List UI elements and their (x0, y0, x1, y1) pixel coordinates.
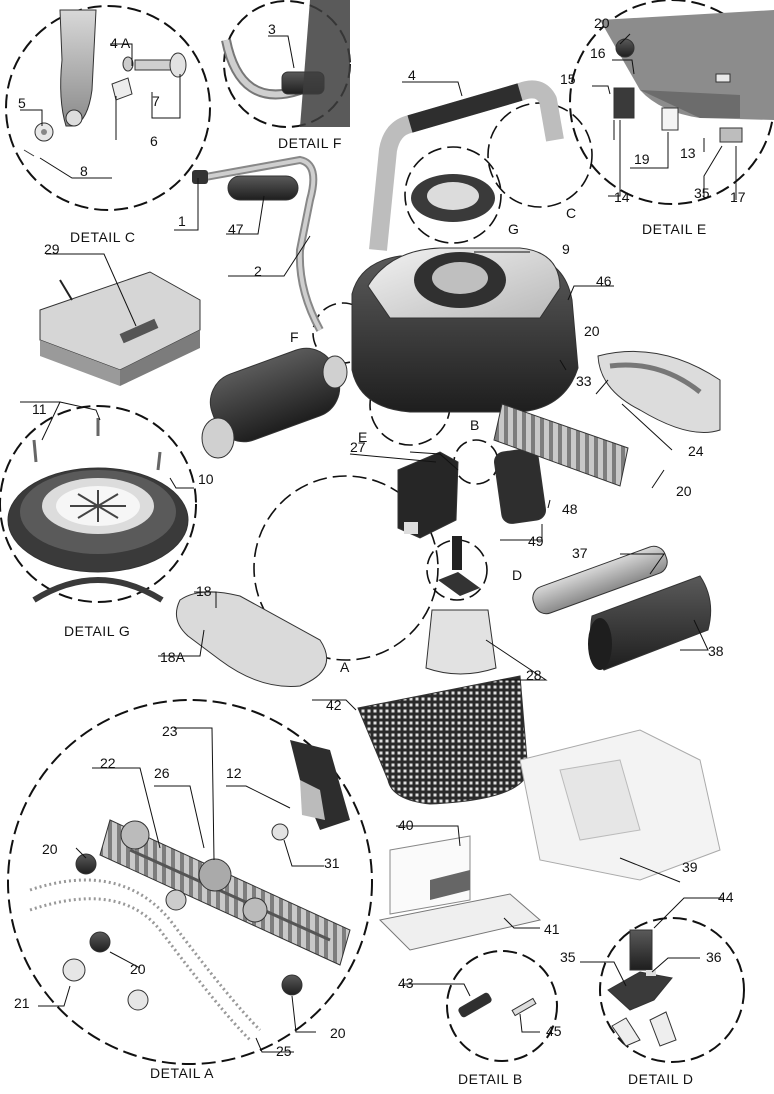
callout-18a: 18A (160, 649, 186, 665)
callout-20-a-3: 20 (330, 1025, 346, 1041)
callout-36: 36 (706, 949, 722, 965)
callout-13: 13 (680, 145, 696, 161)
marker-g: G (508, 221, 519, 237)
detail-c-parts (23, 9, 187, 157)
leader-lines (20, 33, 737, 1053)
callout-9: 9 (562, 241, 570, 257)
callout-31: 31 (324, 855, 340, 871)
callout-37: 37 (572, 545, 588, 561)
callout-23: 23 (162, 723, 178, 739)
detail-f-parts (221, 0, 350, 127)
detail-a-title: DETAIL A (150, 1065, 214, 1081)
callout-20-e: 20 (594, 15, 610, 31)
callout-46: 46 (596, 273, 612, 289)
callout-41: 41 (544, 921, 560, 937)
detail-b-parts (458, 992, 537, 1018)
callout-20-a-2: 20 (130, 961, 146, 977)
callout-39: 39 (682, 859, 698, 875)
callout-35-e: 35 (694, 185, 710, 201)
callout-28: 28 (526, 667, 542, 683)
callout-29: 29 (44, 241, 60, 257)
detail-e-parts (600, 10, 774, 143)
marker-letters: G C F E B D A (290, 205, 576, 675)
callout-2: 2 (254, 263, 262, 279)
detail-a-circle (7, 699, 373, 1065)
marker-d: D (512, 567, 522, 583)
marker-f: F (290, 329, 299, 345)
callout-18: 18 (196, 583, 212, 599)
callout-10: 10 (198, 471, 214, 487)
callout-40: 40 (398, 817, 414, 833)
callout-6: 6 (150, 133, 158, 149)
callout-38: 38 (708, 643, 724, 659)
marker-c: C (566, 205, 576, 221)
marker-b-circle (453, 439, 499, 485)
callout-17: 17 (730, 189, 746, 205)
detail-c-circle (5, 5, 211, 211)
callout-49: 49 (528, 533, 544, 549)
callout-25: 25 (276, 1043, 292, 1059)
callout-12: 12 (226, 765, 242, 781)
callout-7: 7 (152, 93, 160, 109)
callout-3: 3 (268, 21, 276, 37)
callout-14: 14 (614, 189, 630, 205)
marker-b: B (470, 417, 479, 433)
callout-20-a-1: 20 (42, 841, 58, 857)
callout-26: 26 (154, 765, 170, 781)
callout-8: 8 (80, 163, 88, 179)
detail-f-title: DETAIL F (278, 135, 342, 151)
detail-b-title: DETAIL B (458, 1071, 523, 1087)
callout-numbers: 4 A 7 6 5 8 3 4 20 16 15 19 13 14 35 17 … (14, 15, 746, 1059)
detail-titles: DETAIL C DETAIL F DETAIL E DETAIL G DETA… (64, 135, 707, 1087)
callout-33: 33 (576, 373, 592, 389)
detail-b-circle (446, 950, 558, 1062)
callout-48: 48 (562, 501, 578, 517)
callout-19: 19 (634, 151, 650, 167)
marker-a-circle (253, 475, 439, 661)
callout-45: 45 (546, 1023, 562, 1039)
callout-1: 1 (178, 213, 186, 229)
main-assembly (39, 80, 721, 951)
detail-c-title: DETAIL C (70, 229, 135, 245)
detail-g-parts (7, 418, 189, 603)
callout-4: 4 (408, 67, 416, 83)
callout-4a: 4 A (110, 35, 131, 51)
callout-42: 42 (326, 697, 342, 713)
callout-20-main-2: 20 (676, 483, 692, 499)
callout-22: 22 (100, 755, 116, 771)
marker-e: E (358, 429, 367, 445)
detail-g-circle (0, 405, 197, 603)
callout-27: 27 (350, 439, 366, 455)
callout-43: 43 (398, 975, 414, 991)
marker-g-circle (404, 146, 502, 244)
marker-a: A (340, 659, 350, 675)
callout-24: 24 (688, 443, 704, 459)
detail-d-parts (607, 929, 677, 1047)
callout-16: 16 (590, 45, 606, 61)
callout-21: 21 (14, 995, 30, 1011)
detail-d-circle (599, 917, 745, 1063)
callout-15: 15 (560, 71, 576, 87)
callout-11: 11 (32, 401, 47, 417)
callout-44: 44 (718, 889, 734, 905)
detail-a-parts (29, 740, 351, 1042)
detail-g-title: DETAIL G (64, 623, 130, 639)
callout-35-d: 35 (560, 949, 576, 965)
detail-e-title: DETAIL E (642, 221, 707, 237)
callout-20-main-1: 20 (584, 323, 600, 339)
callout-47: 47 (228, 221, 244, 237)
detail-d-title: DETAIL D (628, 1071, 693, 1087)
marker-c-circle (487, 102, 593, 208)
callout-5: 5 (18, 95, 26, 111)
